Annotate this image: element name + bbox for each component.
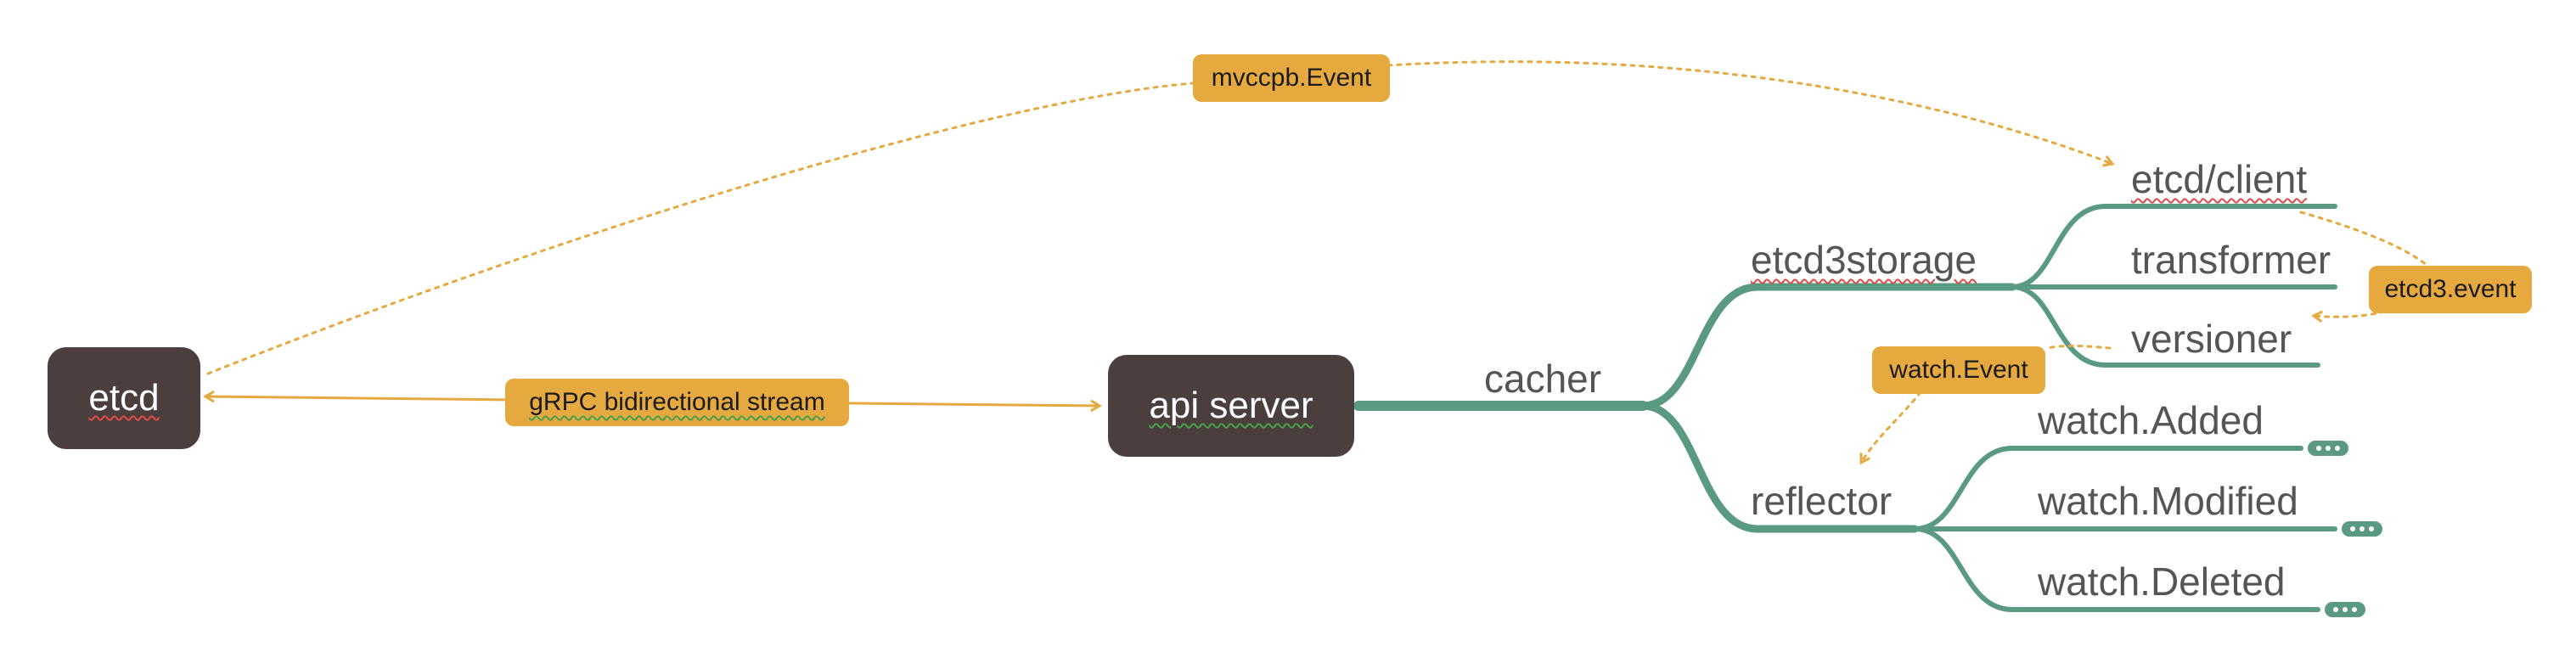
edge-cacher-to-reflector: [1639, 402, 1919, 533]
edge-etcd3storage-to-etcd-client: [2010, 204, 2337, 290]
collapsed-indicator-watch-added[interactable]: [2308, 441, 2348, 456]
branch-watch-modified[interactable]: watch.Modified: [2038, 479, 2298, 523]
collapsed-indicator-watch-deleted[interactable]: [2325, 602, 2365, 617]
mvccpb-event-label-text: mvccpb.Event: [1211, 64, 1372, 92]
edge-cacher-to-etcd3storage: [1639, 283, 2016, 410]
branch-etcd-client-text: etcd/client: [2131, 157, 2308, 201]
branch-etcd3storage[interactable]: etcd3storage: [1751, 240, 1977, 279]
collapsed-indicator-watch-modified[interactable]: [2342, 521, 2382, 537]
api-server-node[interactable]: api server: [1108, 355, 1354, 457]
etcd3-event-label-text: etcd3.event: [2384, 275, 2517, 303]
branch-etcd-client[interactable]: etcd/client: [2131, 160, 2307, 199]
edge-reflector-to-watch-deleted: [1912, 526, 2320, 612]
watch-event-label[interactable]: watch.Event: [1872, 346, 2045, 394]
edge-reflector-to-watch-added: [1912, 446, 2303, 531]
branch-watch-added[interactable]: watch.Added: [2038, 398, 2264, 442]
watch-event-arrow-in: [2046, 344, 2112, 350]
watch-event-label-text: watch.Event: [1889, 356, 2028, 384]
api-server-node-label: api server: [1149, 385, 1313, 426]
grpc-stream-label[interactable]: gRPC bidirectional stream: [505, 379, 849, 426]
watch-event-arrow-out: [1861, 391, 1922, 463]
branch-watch-deleted[interactable]: watch.Deleted: [2038, 559, 2286, 604]
etcd3-event-arrow-in: [2299, 211, 2428, 267]
branch-transformer[interactable]: transformer: [2131, 238, 2331, 282]
mvccpb-event-label[interactable]: mvccpb.Event: [1193, 54, 1390, 102]
branch-versioner[interactable]: versioner: [2131, 317, 2292, 361]
etcd3-event-arrow-out: [2314, 310, 2386, 317]
etcd-node[interactable]: etcd: [48, 347, 200, 449]
etcd3-event-label[interactable]: etcd3.event: [2369, 266, 2532, 313]
grpc-stream-label-text: gRPC bidirectional stream: [529, 388, 825, 416]
etcd-node-label: etcd: [88, 377, 160, 419]
mvccpb-event-arrow-end: [1386, 60, 2112, 164]
grpc-stream-arrow-back: [205, 396, 515, 400]
branch-etcd3storage-text: etcd3storage: [1751, 238, 1977, 282]
mvccpb-event-arrow: [206, 81, 1207, 375]
edge-etcd3storage-to-versioner: [2010, 284, 2320, 368]
branch-cacher[interactable]: cacher: [1484, 357, 1602, 401]
branch-reflector[interactable]: reflector: [1751, 479, 1893, 523]
